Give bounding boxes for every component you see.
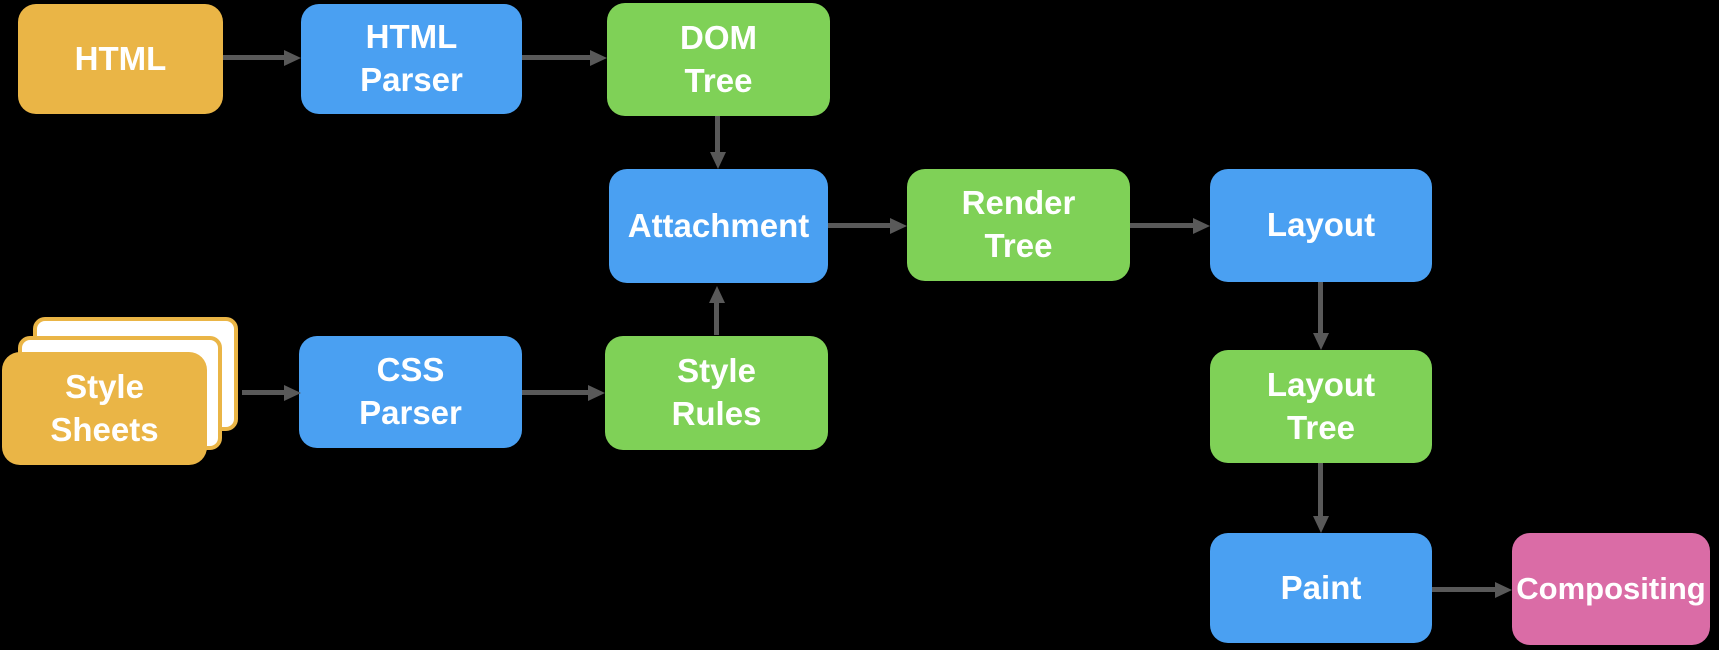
node-layout-tree: Layout Tree	[1210, 350, 1432, 463]
node-label: Paint	[1280, 568, 1362, 606]
node-compositing: Compositing	[1512, 533, 1710, 645]
edge-attachment-to-render-tree-arrow-icon	[828, 223, 891, 228]
edge-style-sheets-to-css-parser-arrow-icon	[242, 390, 285, 395]
node-label: Compositing	[1516, 570, 1706, 606]
node-label: Style Rules	[671, 352, 762, 432]
node-render-tree: Render Tree	[907, 169, 1130, 281]
edge-dom-tree-to-attachment-arrow-icon	[715, 116, 720, 153]
node-label: Attachment	[627, 206, 810, 244]
edge-layout-to-layout-tree-arrow-icon	[1318, 282, 1323, 334]
node-label: Render Tree	[961, 184, 1076, 264]
node-html: HTML	[18, 4, 223, 114]
node-layout: Layout	[1210, 169, 1432, 282]
edge-css-parser-to-style-rules-arrow-icon	[522, 390, 589, 395]
edge-render-tree-to-layout-arrow-icon	[1130, 223, 1194, 228]
node-label: HTML	[74, 39, 167, 77]
node-dom-tree: DOM Tree	[607, 3, 830, 116]
node-label: HTML Parser	[360, 18, 463, 98]
node-html-parser: HTML Parser	[301, 4, 522, 114]
node-paint: Paint	[1210, 533, 1432, 643]
node-label: DOM Tree	[680, 18, 757, 99]
edge-html-parser-to-dom-tree-arrow-icon	[522, 55, 591, 60]
node-label: Layout	[1266, 206, 1376, 244]
edge-html-to-html-parser-arrow-icon	[223, 55, 285, 60]
node-style-rules: Style Rules	[605, 336, 828, 450]
style-sheets-stack: Style Sheets	[2, 317, 242, 467]
edge-layout-tree-to-paint-arrow-icon	[1318, 463, 1323, 517]
node-label: Style Sheets	[50, 367, 159, 448]
node-css-parser: CSS Parser	[299, 336, 522, 448]
node-attachment: Attachment	[609, 169, 828, 283]
edge-paint-to-compositing-arrow-icon	[1432, 587, 1496, 592]
edge-style-rules-to-attachment-arrow-icon	[714, 302, 719, 335]
node-style-sheets: Style Sheets	[2, 352, 207, 465]
node-label: Layout Tree	[1266, 365, 1376, 446]
node-label: CSS Parser	[359, 351, 462, 431]
